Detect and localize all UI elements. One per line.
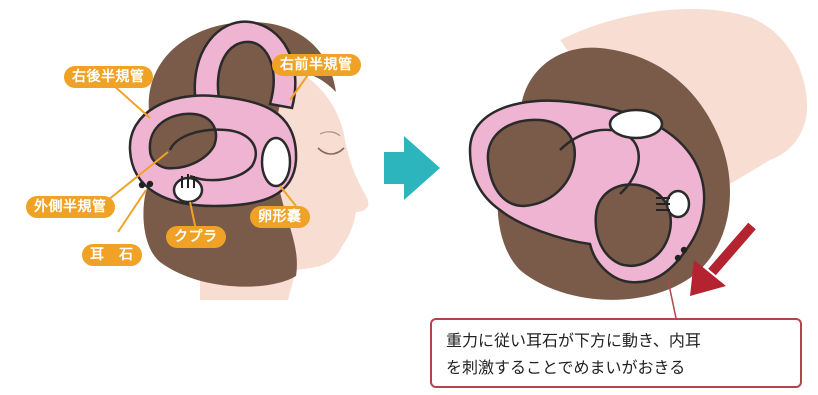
left-otolith-dot: [139, 182, 145, 188]
callout-line-2: を刺激することでめまいがおきる: [446, 354, 786, 381]
anterior-canal-label: 右前半規管: [272, 54, 361, 76]
otolith-label: 耳 石: [82, 244, 142, 266]
callout-line-1: 重力に従い耳石が下方に動き、内耳: [446, 327, 786, 354]
cupula-label: クプラ: [166, 226, 226, 248]
right-head: [470, 9, 807, 318]
explanation-callout: 重力に従い耳石が下方に動き、内耳 を刺激することでめまいがおきる: [430, 318, 802, 388]
transition-arrow: [384, 136, 440, 200]
left-labyrinth: [130, 22, 296, 206]
utricle-label: 卵形嚢: [250, 206, 310, 228]
right-otolith-dot: [681, 247, 687, 253]
lateral-canal-label: 外側半規管: [26, 196, 115, 218]
posterior-canal-label: 右後半規管: [64, 66, 153, 88]
